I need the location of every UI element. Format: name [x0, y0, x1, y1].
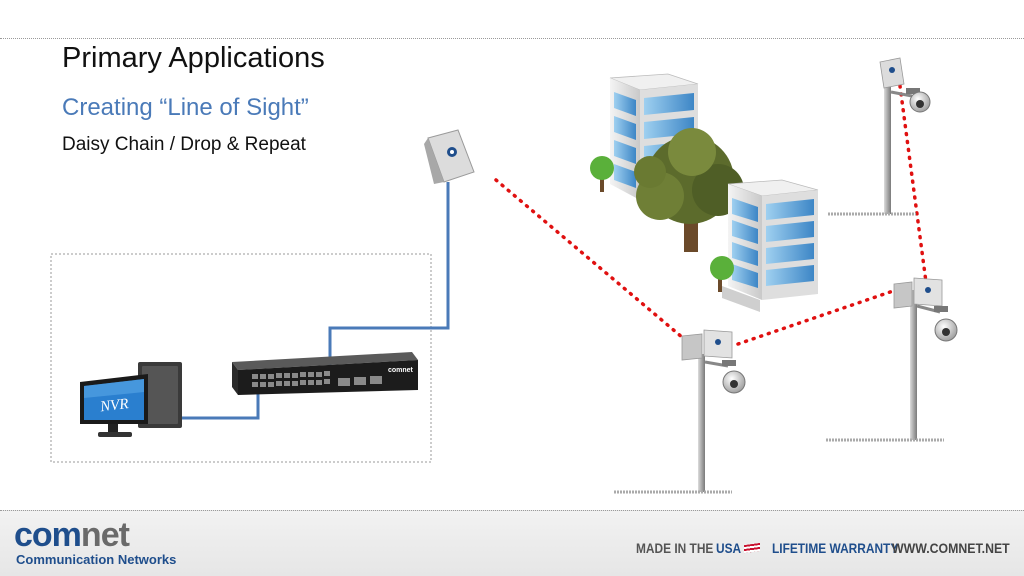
nvr-label: NVR: [98, 396, 129, 415]
footer-bar: comnet Communication Networks MADE IN TH…: [0, 510, 1024, 576]
comnet-logo: comnet: [14, 516, 130, 554]
wireless-links: [494, 84, 928, 346]
network-diagram: NVR comnet: [50, 57, 958, 494]
slide-subsubtitle: Daisy Chain / Drop & Repeat: [62, 134, 306, 155]
website-link[interactable]: WWW.COMNET.NET: [892, 540, 1010, 556]
bush-left: [590, 156, 614, 192]
cable-switch-to-radio: [328, 182, 450, 372]
building-front: [710, 179, 819, 312]
switch-brand: comnet: [388, 367, 414, 374]
logo-net-text: net: [80, 516, 130, 554]
top-divider: [0, 38, 1024, 39]
camera-pole-3: [614, 329, 746, 494]
warranty-text: LIFETIME WARRANTY: [772, 540, 899, 556]
slide-title: Primary Applications: [62, 42, 325, 74]
network-switch: comnet: [232, 352, 418, 395]
slide-subtitle: Creating “Line of Sight”: [62, 94, 309, 121]
us-flag-icon: [744, 542, 760, 554]
made-in-text: MADE IN THE: [636, 540, 714, 556]
wireless-radio-main: [424, 129, 475, 184]
camera-pole-2: [826, 277, 958, 442]
logo-subtitle: Communication Networks: [16, 552, 177, 567]
camera-pole-1: [828, 57, 931, 216]
logo-com-text: com: [14, 516, 82, 554]
indoor-equipment-box: [50, 253, 432, 463]
cable-nvr-to-switch: [178, 383, 260, 420]
nvr-workstation: NVR: [80, 362, 182, 437]
usa-text: USA: [716, 540, 742, 556]
